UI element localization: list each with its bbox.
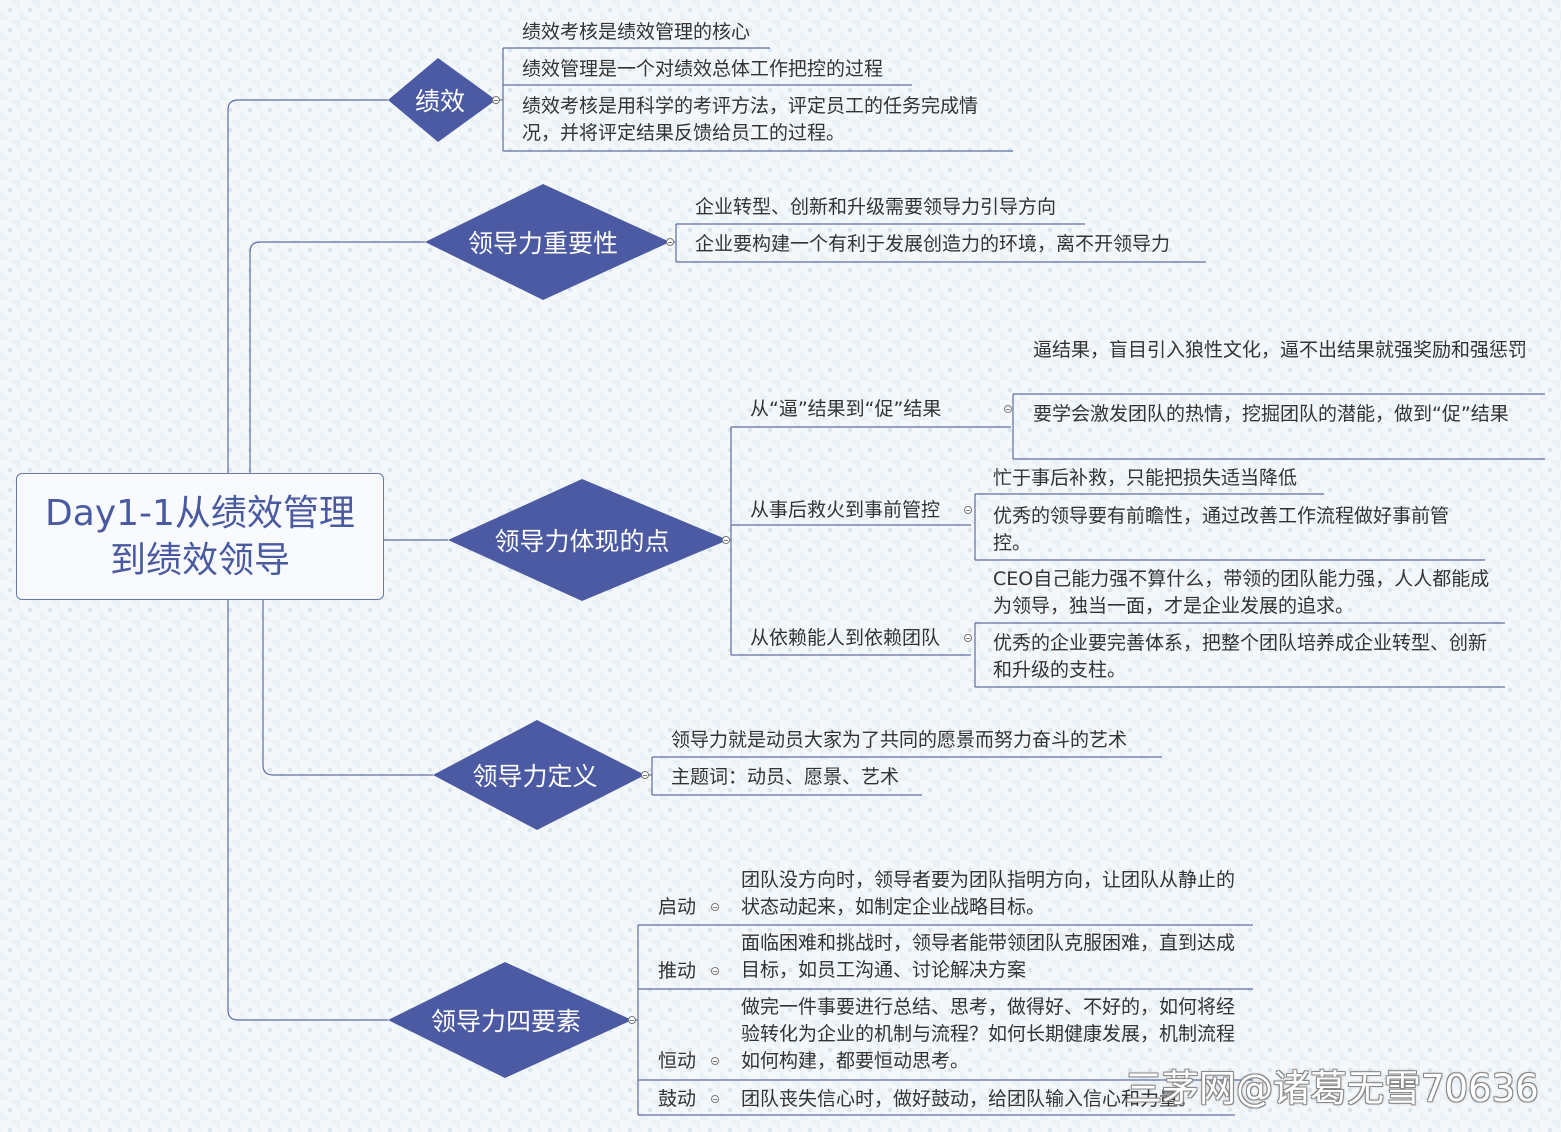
leaf-text[interactable]: 优秀的领导要有前瞻性，通过改善工作流程做好事前管控。	[993, 505, 1450, 554]
leaf-text[interactable]: 团队丧失信心时，做好鼓动，给团队输入信心和力量。	[741, 1088, 1198, 1110]
collapse-icon[interactable]	[1004, 405, 1012, 413]
branch-title-four-elements[interactable]: 领导力四要素	[430, 1007, 582, 1036]
branch-title-performance[interactable]: 绩效	[414, 87, 466, 116]
collapse-icon[interactable]	[964, 634, 972, 642]
group-label[interactable]: 启动	[658, 896, 697, 918]
branch-title-manifestation[interactable]: 领导力体现的点	[494, 527, 670, 556]
leaf-text[interactable]: CEO自己能力强不算什么，带领的团队能力强，人人都能成为领导，独当一面，才是企业…	[993, 568, 1490, 617]
group-label[interactable]: 从事后救火到事前管控	[750, 499, 941, 521]
collapse-icon[interactable]	[711, 903, 719, 911]
collapse-icon[interactable]	[628, 1016, 636, 1024]
leaf-text[interactable]: 优秀的企业要完善体系，把整个团队培养成企业转型、创新和升级的支柱。	[993, 632, 1488, 681]
collapse-icon[interactable]	[722, 536, 730, 544]
watermark: 三茅网@诸葛无雪70636	[1125, 1067, 1539, 1110]
branch-title-definition[interactable]: 领导力定义	[472, 762, 598, 791]
group-label[interactable]: 恒动	[658, 1050, 697, 1072]
collapse-icon[interactable]	[711, 1095, 719, 1103]
collapse-icon[interactable]	[711, 1057, 719, 1065]
leaf-text[interactable]: 主题词：动员、愿景、艺术	[671, 766, 900, 788]
root-topic[interactable]: Day1-1从绩效管理 到绩效领导	[16, 473, 384, 600]
leaf-text[interactable]: 忙于事后补救，只能把损失适当降低	[993, 467, 1298, 489]
root-title-line2: 到绩效领导	[109, 539, 290, 581]
leaf-text[interactable]: 团队没方向时，领导者要为团队指明方向，让团队从静止的状态动起来，如制定企业战略目…	[741, 869, 1236, 918]
leaf-text[interactable]: 绩效管理是一个对绩效总体工作把控的过程	[522, 58, 884, 80]
leaf-text[interactable]: 绩效考核是用科学的考评方法，评定员工的任务完成情况，并将评定结果反馈给员工的过程…	[522, 95, 979, 144]
leaf-text[interactable]: 面临困难和挑战时，领导者能带领团队克服困难，直到达成目标，如员工沟通、讨论解决方…	[741, 932, 1236, 981]
leaf-text[interactable]: 企业转型、创新和升级需要领导力引导方向	[695, 196, 1057, 218]
collapse-icon[interactable]	[964, 506, 972, 514]
group-label[interactable]: 推动	[658, 960, 697, 982]
leaf-text[interactable]: 逼结果，盲目引入狼性文化，逼不出结果就强奖励和强惩罚	[1033, 339, 1528, 361]
group-label[interactable]: 从依赖能人到依赖团队	[750, 627, 941, 649]
group-label[interactable]: 鼓动	[658, 1088, 697, 1110]
collapse-icon[interactable]	[666, 238, 674, 246]
leaf-text[interactable]: 领导力就是动员大家为了共同的愿景而努力奋斗的艺术	[671, 729, 1128, 751]
leaf-text[interactable]: 企业要构建一个有利于发展创造力的环境，离不开领导力	[695, 233, 1171, 255]
collapse-icon[interactable]	[492, 96, 500, 104]
branch-title-importance[interactable]: 领导力重要性	[467, 229, 619, 258]
group-label[interactable]: 从“逼”结果到“促”结果	[750, 398, 942, 420]
leaf-text[interactable]: 要学会激发团队的热情，挖掘团队的潜能，做到“促”结果	[1033, 403, 1509, 425]
root-title-line1: Day1-1从绩效管理	[45, 492, 355, 534]
collapse-icon[interactable]	[711, 967, 719, 975]
leaf-text[interactable]: 绩效考核是绩效管理的核心	[522, 21, 751, 43]
collapse-icon[interactable]	[641, 771, 649, 779]
leaf-text[interactable]: 做完一件事要进行总结、思考，做得好、不好的，如何将经验转化为企业的机制与流程？如…	[741, 996, 1236, 1072]
